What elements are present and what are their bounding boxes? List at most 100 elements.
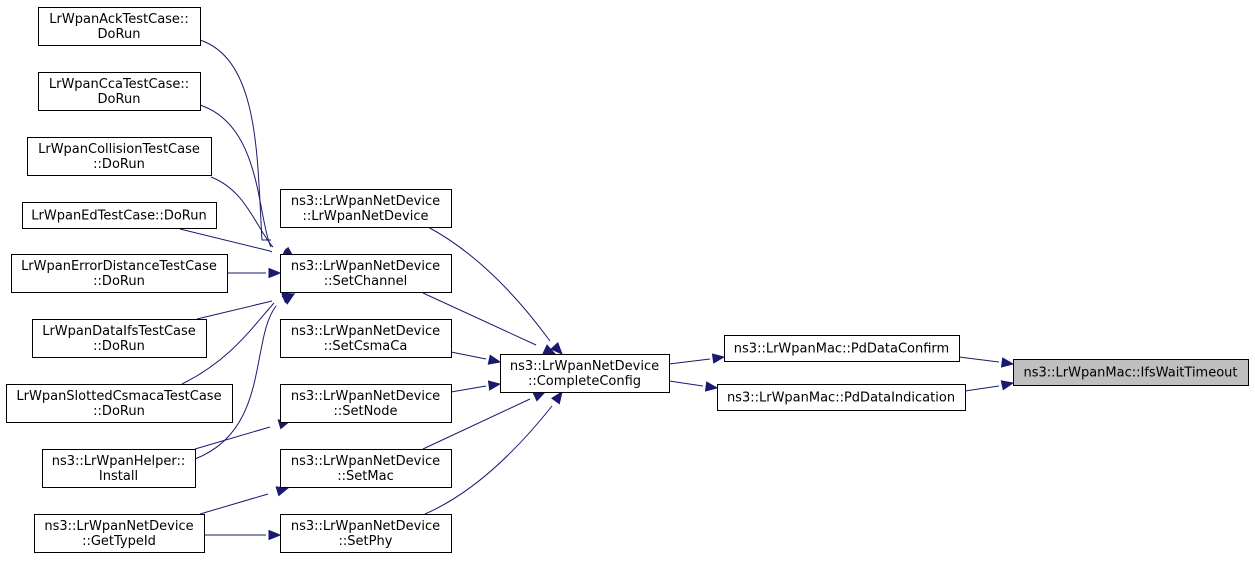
edge-dataifs-to-setchannel xyxy=(196,292,296,320)
arrowhead-icon xyxy=(550,342,563,355)
node-box xyxy=(38,7,201,46)
node-label: ns3::LrWpanNetDevice xyxy=(291,389,440,404)
edge-line xyxy=(199,493,269,515)
arrowhead-icon xyxy=(487,354,502,365)
node-ed[interactable]: LrWpanEdTestCase::DoRun xyxy=(22,202,217,229)
node-label: ::DoRun xyxy=(93,339,145,354)
node-collision[interactable]: LrWpanCollisionTestCase::DoRun xyxy=(27,137,212,176)
arrowhead-icon xyxy=(542,344,557,355)
node-pddataconfirm[interactable]: ns3::LrWpanMac::PdDataConfirm xyxy=(724,335,960,362)
edge-helper_install-to-setnode xyxy=(194,419,292,450)
arrowhead-icon xyxy=(1000,380,1015,391)
node-label: ::SetPhy xyxy=(339,534,393,549)
node-label: DoRun xyxy=(98,27,141,42)
node-box xyxy=(6,384,233,423)
node-label: ::SetMac xyxy=(337,469,393,484)
node-label: ns3::LrWpanNetDevice xyxy=(291,259,440,274)
node-label: ns3::LrWpanNetDevice xyxy=(291,324,440,339)
node-setchannel[interactable]: ns3::LrWpanNetDevice::SetChannel xyxy=(280,254,452,293)
edge-line xyxy=(181,302,275,385)
node-ctor[interactable]: ns3::LrWpanNetDevice::LrWpanNetDevice xyxy=(280,189,452,228)
edge-setphy-to-completeconfig xyxy=(424,390,563,515)
node-box xyxy=(280,449,452,488)
node-label: ns3::LrWpanMac::PdDataIndication xyxy=(727,391,955,406)
node-label: ::DoRun xyxy=(93,157,145,172)
node-setmac[interactable]: ns3::LrWpanNetDevice::SetMac xyxy=(280,449,452,488)
nodes: LrWpanAckTestCase::DoRunLrWpanCcaTestCas… xyxy=(6,7,1249,553)
edge-setchannel-to-completeconfig xyxy=(422,292,557,355)
node-label: LrWpanCcaTestCase:: xyxy=(49,77,189,92)
arrowhead-icon xyxy=(275,486,290,497)
node-label: LrWpanCollisionTestCase xyxy=(38,142,200,157)
node-label: ::GetTypeId xyxy=(82,534,156,549)
edge-helper_install-to-setchannel xyxy=(194,293,296,460)
edge-line xyxy=(668,358,711,365)
node-dataifs[interactable]: LrWpanDataIfsTestCase::DoRun xyxy=(32,319,207,358)
node-label: LrWpanAckTestCase:: xyxy=(49,12,188,27)
node-ack[interactable]: LrWpanAckTestCase::DoRun xyxy=(38,7,201,46)
node-pddataindication[interactable]: ns3::LrWpanMac::PdDataIndication xyxy=(717,384,966,411)
edge-setcsmaca-to-completeconfig xyxy=(450,351,502,365)
node-label: ns3::LrWpanHelper:: xyxy=(52,454,185,469)
node-label: Install xyxy=(99,469,138,484)
node-box xyxy=(1013,359,1249,386)
edge-setnode-to-completeconfig xyxy=(450,380,502,393)
edge-line xyxy=(424,405,553,515)
node-slotted[interactable]: LrWpanSlottedCsmacaTestCase::DoRun xyxy=(6,384,233,423)
edge-cca-to-setchannel xyxy=(199,104,296,259)
node-box xyxy=(38,72,201,111)
node-box xyxy=(280,254,452,293)
edge-line xyxy=(450,385,487,393)
node-label: ::CompleteConfig xyxy=(528,374,641,389)
node-label: LrWpanSlottedCsmacaTestCase xyxy=(16,389,221,404)
arrowhead-icon xyxy=(711,353,726,364)
node-setphy[interactable]: ns3::LrWpanNetDevice::SetPhy xyxy=(280,514,452,553)
node-errdist[interactable]: LrWpanErrorDistanceTestCase::DoRun xyxy=(11,254,228,293)
node-box xyxy=(11,254,228,293)
node-box xyxy=(22,202,217,229)
node-box xyxy=(34,514,205,553)
node-label: ::SetNode xyxy=(333,404,397,419)
node-ifswaittimeout[interactable]: ns3::LrWpanMac::IfsWaitTimeout xyxy=(1013,359,1249,386)
node-box xyxy=(500,354,670,393)
node-box xyxy=(280,319,452,358)
edge-line xyxy=(422,398,531,450)
node-label: ns3::LrWpanMac::PdDataConfirm xyxy=(734,342,949,357)
node-label: ::SetCsmaCa xyxy=(324,339,408,354)
node-label: ns3::LrWpanNetDevice xyxy=(291,194,440,209)
node-cca[interactable]: LrWpanCcaTestCase::DoRun xyxy=(38,72,201,111)
node-setnode[interactable]: ns3::LrWpanNetDevice::SetNode xyxy=(280,384,452,423)
node-label: ::LrWpanNetDevice xyxy=(303,209,429,224)
edge-errdist-to-setchannel xyxy=(227,267,282,279)
node-label: DoRun xyxy=(98,92,141,107)
edge-line xyxy=(199,39,271,241)
node-label: LrWpanEdTestCase::DoRun xyxy=(31,209,206,224)
node-completeconfig[interactable]: ns3::LrWpanNetDevice::CompleteConfig xyxy=(500,354,670,393)
edge-line xyxy=(196,300,273,320)
node-label: LrWpanErrorDistanceTestCase xyxy=(21,259,217,274)
node-label: ns3::LrWpanNetDevice xyxy=(291,454,440,469)
arrowhead-icon xyxy=(268,529,282,541)
node-gettypeid[interactable]: ns3::LrWpanNetDevice::GetTypeId xyxy=(34,514,205,553)
edge-ctor-to-completeconfig xyxy=(427,226,563,355)
node-box xyxy=(42,449,196,488)
node-helper_install[interactable]: ns3::LrWpanHelper::Install xyxy=(42,449,196,488)
edge-gettypeid-to-setmac xyxy=(199,486,290,515)
edge-line xyxy=(964,385,1000,392)
node-label: ::SetChannel xyxy=(324,274,407,289)
node-label: ns3::LrWpanNetDevice xyxy=(510,359,659,374)
edge-line xyxy=(199,104,272,248)
arrowhead-icon xyxy=(487,380,502,391)
edge-pddataindication-to-ifswaittimeout xyxy=(964,380,1015,392)
node-label: ns3::LrWpanNetDevice xyxy=(291,519,440,534)
node-label: LrWpanDataIfsTestCase xyxy=(42,324,196,339)
arrowhead-icon xyxy=(532,391,547,402)
edge-line xyxy=(450,351,487,360)
edge-line xyxy=(210,176,274,248)
edge-completeconfig-to-pddataconfirm xyxy=(668,353,726,365)
node-box xyxy=(717,384,966,411)
arrowhead-icon xyxy=(551,390,563,405)
node-setcsmaca[interactable]: ns3::LrWpanNetDevice::SetCsmaCa xyxy=(280,319,452,358)
node-box xyxy=(280,189,452,228)
